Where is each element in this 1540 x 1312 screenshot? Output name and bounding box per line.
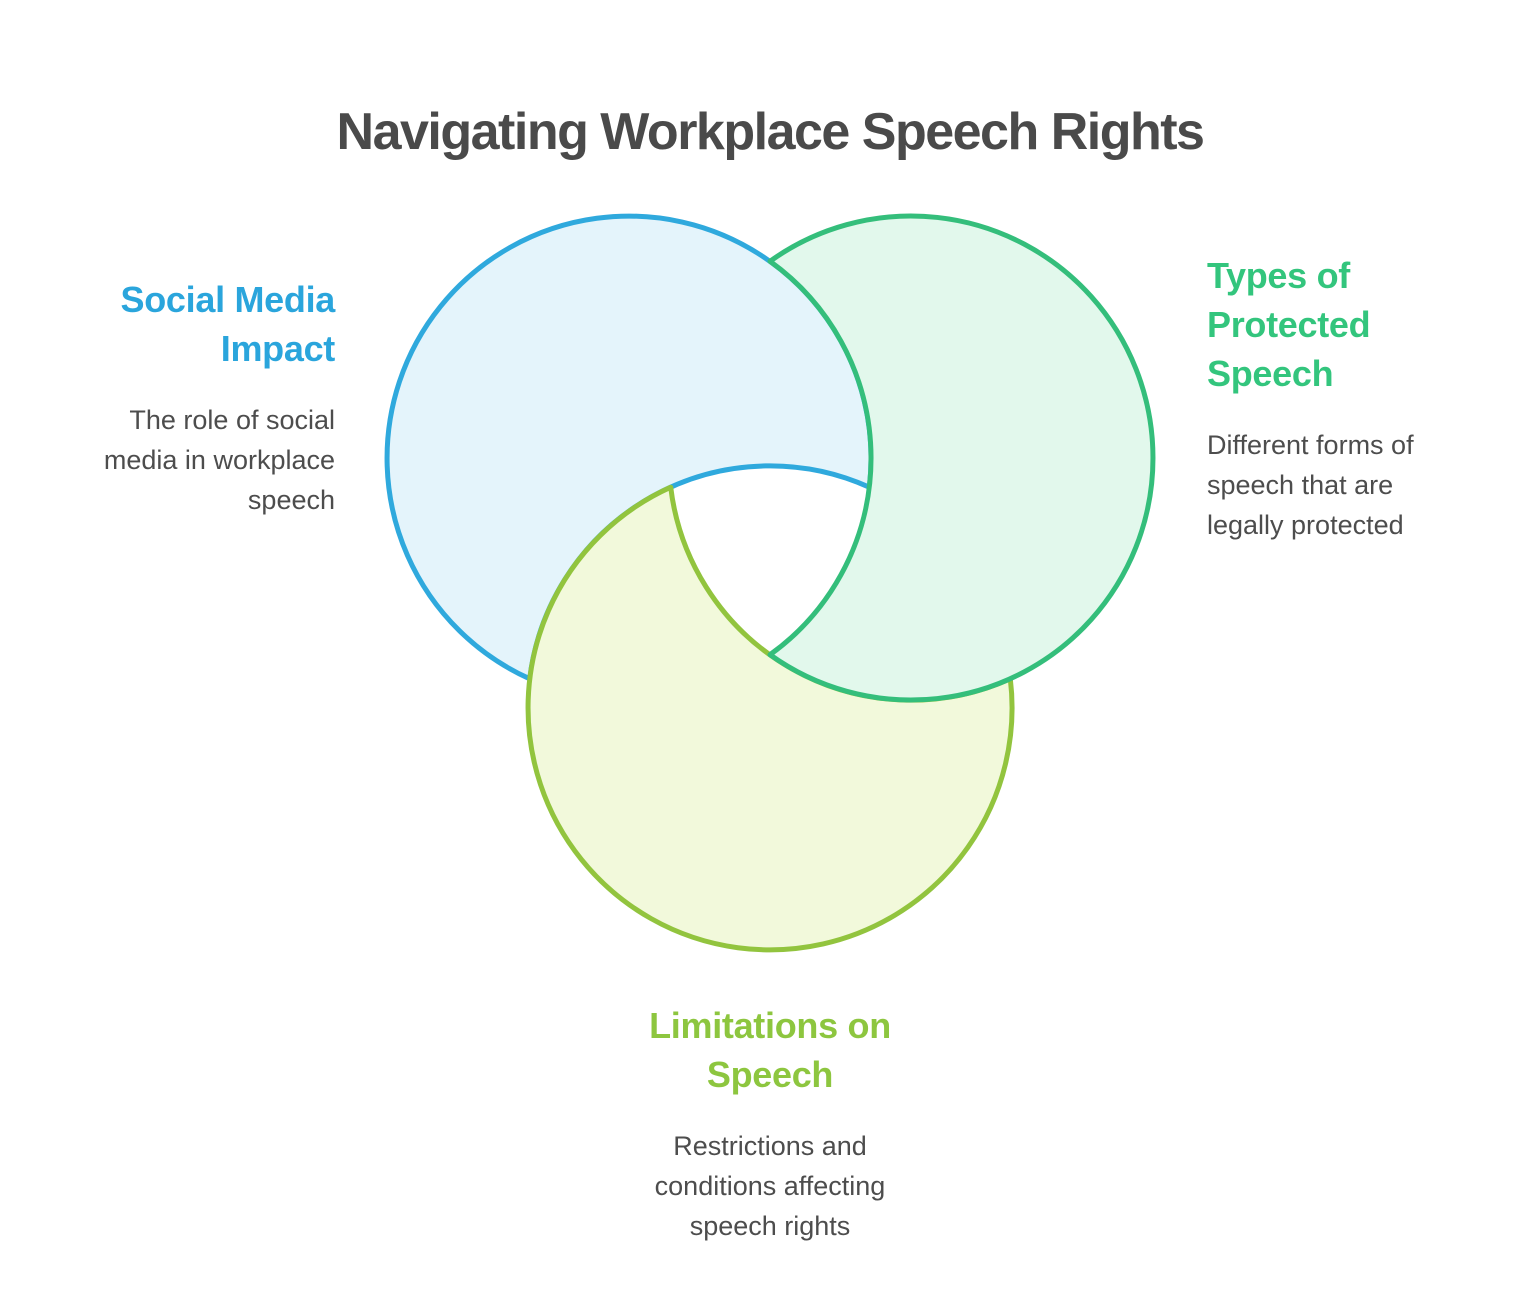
circle-protected-speech-shape: [767, 213, 1156, 703]
protected-speech-heading: Types of Protected Speech: [1207, 255, 1371, 394]
social-media-heading: Social Media Impact: [120, 279, 336, 369]
limitations-heading: Limitations on Speech: [649, 1005, 891, 1095]
circle-protected-speech: [767, 213, 1156, 703]
label-social-media: Social Media Impact The role of social m…: [15, 276, 335, 521]
label-protected-speech: Types of Protected Speech Different form…: [1207, 252, 1507, 546]
diagram-title: Navigating Workplace Speech Rights: [336, 103, 1205, 161]
social-media-description: The role of social media in workplace sp…: [103, 404, 335, 515]
limitations-description: Restrictions and conditions affecting sp…: [654, 1130, 886, 1241]
protected-speech-description: Different forms of speech that are legal…: [1207, 429, 1414, 540]
label-limitations: Limitations on Speech Restrictions and c…: [0, 1002, 1540, 1247]
